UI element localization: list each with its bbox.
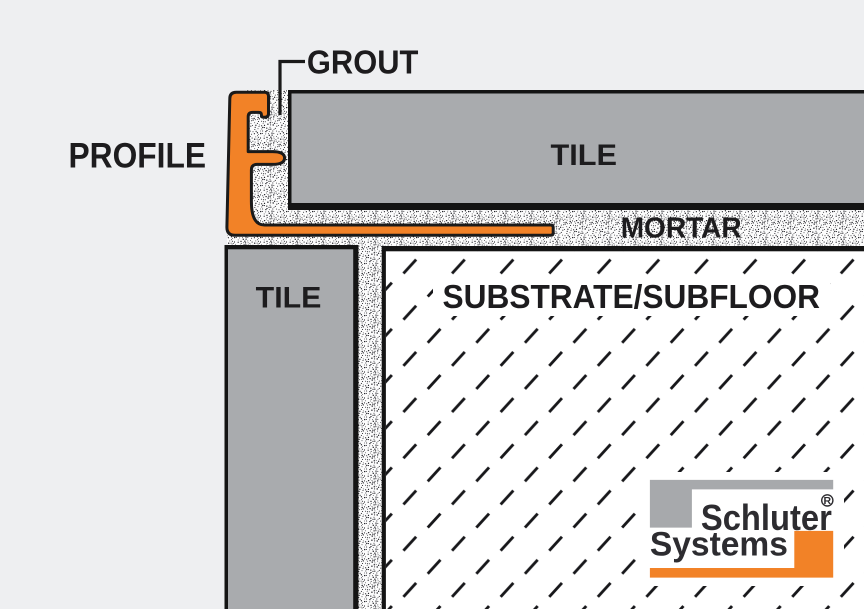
svg-text:MORTAR: MORTAR	[621, 213, 742, 245]
svg-text:TILE: TILE	[256, 282, 322, 315]
svg-text:PROFILE: PROFILE	[69, 137, 207, 176]
svg-text:TILE: TILE	[551, 139, 618, 172]
svg-text:Systems: Systems	[650, 526, 788, 564]
svg-text:GROUT: GROUT	[307, 45, 419, 82]
svg-text:R: R	[824, 495, 832, 507]
svg-text:SUBSTRATE/SUBFLOOR: SUBSTRATE/SUBFLOOR	[443, 279, 821, 316]
svg-text:Schluter: Schluter	[701, 498, 832, 538]
